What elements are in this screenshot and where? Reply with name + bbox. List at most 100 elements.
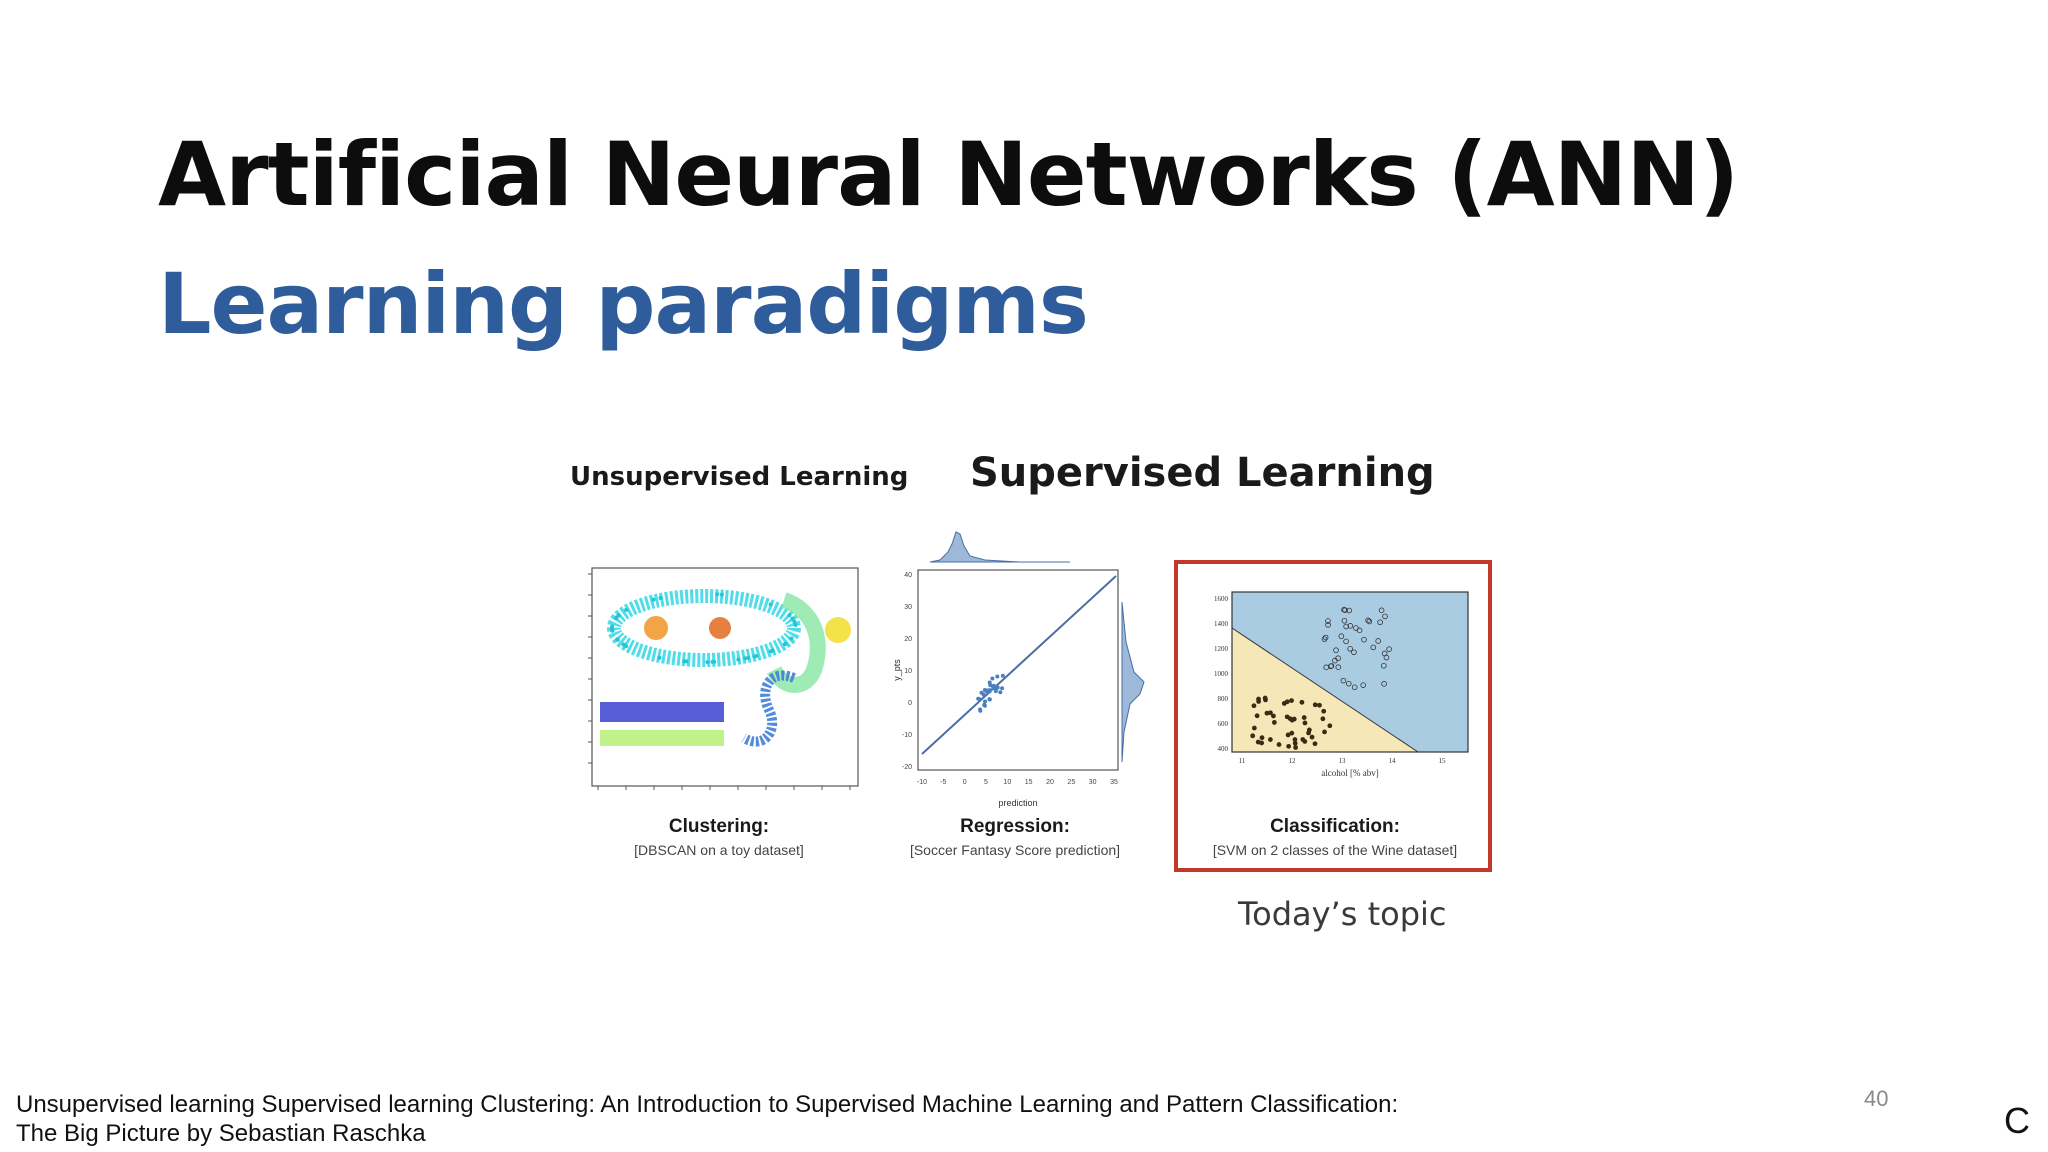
- class-point-dark: [1299, 699, 1305, 705]
- right-marginal-histogram: [1121, 601, 1145, 763]
- cluster-point: [613, 616, 618, 621]
- regression-y-tick-label: 0: [908, 700, 912, 707]
- classification-x-tick-label: 11: [1239, 757, 1246, 765]
- class-point-dark: [1254, 713, 1260, 719]
- class-point-light: [1335, 664, 1342, 670]
- regression-point: [987, 697, 992, 702]
- cluster-point: [712, 659, 717, 664]
- green-band-cluster: [600, 730, 724, 746]
- class-point-dark: [1327, 723, 1333, 729]
- class-point-dark: [1276, 742, 1282, 747]
- blue-band-cluster: [600, 702, 724, 722]
- class-point-dark: [1301, 715, 1307, 720]
- class-point-light: [1381, 681, 1387, 687]
- regression-x-tick-label: -5: [940, 779, 946, 786]
- class-point-dark: [1284, 699, 1290, 705]
- clustering-points: [610, 592, 798, 664]
- corner-letter: C: [2004, 1100, 2030, 1141]
- cluster-point: [768, 602, 773, 607]
- class-point-dark: [1312, 741, 1318, 747]
- regression-subtitle: [Soccer Fantasy Score prediction]: [909, 842, 1121, 858]
- class-point-dark: [1268, 710, 1273, 716]
- class-point-dark: [1289, 730, 1295, 736]
- class-point-light: [1386, 646, 1392, 652]
- supervised-heading: Supervised Learning: [970, 450, 1435, 496]
- class-point-dark: [1271, 720, 1277, 725]
- class-point-light: [1340, 677, 1347, 684]
- cluster-point: [715, 592, 720, 597]
- class-point-light: [1383, 654, 1390, 661]
- regression-point: [983, 699, 988, 704]
- class-point-light: [1351, 684, 1358, 691]
- regression-x-label: prediction: [998, 798, 1037, 808]
- cluster-point: [783, 641, 788, 646]
- cluster-point: [793, 622, 798, 627]
- cluster-point: [790, 616, 795, 621]
- red-orange-cluster: [709, 617, 731, 639]
- learning-paradigms-figure: Unsupervised Learning Supervised Learnin…: [560, 440, 1520, 960]
- cluster-point: [768, 649, 773, 654]
- class-point-light: [1321, 636, 1328, 642]
- cluster-point: [624, 607, 629, 612]
- regression-line: [921, 575, 1117, 755]
- regression-x-tick-label: 30: [1089, 779, 1097, 786]
- class-point-dark: [1251, 703, 1257, 709]
- regression-point: [1000, 686, 1005, 691]
- cluster-point: [736, 657, 741, 662]
- regression-x-tick-label: 35: [1110, 779, 1118, 786]
- classification-y-tick-label: 1000: [1214, 670, 1229, 678]
- classification-points: [1250, 606, 1392, 750]
- clustering-subtitle: [DBSCAN on a toy dataset]: [634, 842, 804, 858]
- regression-y-tick-label: 40: [904, 572, 912, 579]
- regression-y-label: y_pts: [892, 659, 902, 681]
- class-point-light: [1378, 607, 1385, 614]
- green-moon-cluster: [766, 592, 826, 693]
- regression-x-tick-label: 20: [1046, 779, 1054, 786]
- classification-axes-frame: [1231, 591, 1469, 753]
- cluster-point: [684, 659, 689, 664]
- classification-caption: Classification: [SVM on 2 classes of the…: [1200, 816, 1470, 858]
- classification-y-tick-label: 1400: [1214, 620, 1229, 628]
- class-point-dark: [1312, 702, 1318, 708]
- regression-point: [976, 696, 981, 701]
- class-point-light: [1335, 655, 1341, 662]
- class-point-dark: [1251, 725, 1257, 731]
- class-point-dark: [1259, 735, 1265, 741]
- class-point-dark: [1317, 702, 1322, 708]
- cluster-point: [792, 619, 797, 624]
- class-point-light: [1342, 607, 1348, 614]
- cluster-point: [746, 655, 751, 660]
- class-point-dark: [1306, 727, 1312, 733]
- todays-topic-label: Today’s topic: [1238, 895, 1447, 933]
- regression-x-tick-label: 5: [984, 779, 988, 786]
- regression-point: [998, 690, 1003, 695]
- class-point-dark: [1292, 737, 1298, 742]
- class-point-light: [1341, 617, 1348, 624]
- class-point-dark: [1309, 734, 1315, 740]
- class-point-light: [1361, 636, 1367, 643]
- class-point-dark: [1300, 737, 1306, 742]
- classification-y-tick-label: 1200: [1214, 645, 1229, 653]
- class-point-light: [1325, 622, 1331, 628]
- class-point-light: [1343, 623, 1349, 630]
- todays-topic-highlight: [1174, 560, 1492, 872]
- regression-point: [995, 685, 1000, 690]
- class-point-light: [1347, 645, 1353, 652]
- regression-x-tick-label: 0: [963, 779, 967, 786]
- cluster-point: [705, 659, 710, 664]
- regression-y-tick-label: 10: [904, 668, 912, 675]
- class-point-dark: [1284, 714, 1290, 720]
- class-point-dark: [1292, 740, 1298, 746]
- class-point-dark: [1285, 732, 1291, 738]
- class-point-light: [1365, 617, 1371, 624]
- regression-y-tick-label: 20: [904, 636, 912, 643]
- regression-y-tick-label: -10: [902, 732, 912, 739]
- class-point-dark: [1302, 720, 1308, 726]
- regression-x-tick-label: 10: [1003, 779, 1011, 786]
- class-point-light: [1380, 662, 1387, 669]
- classification-x-tick-label: 14: [1389, 757, 1397, 765]
- regression-caption: Regression: [Soccer Fantasy Score predic…: [890, 816, 1140, 858]
